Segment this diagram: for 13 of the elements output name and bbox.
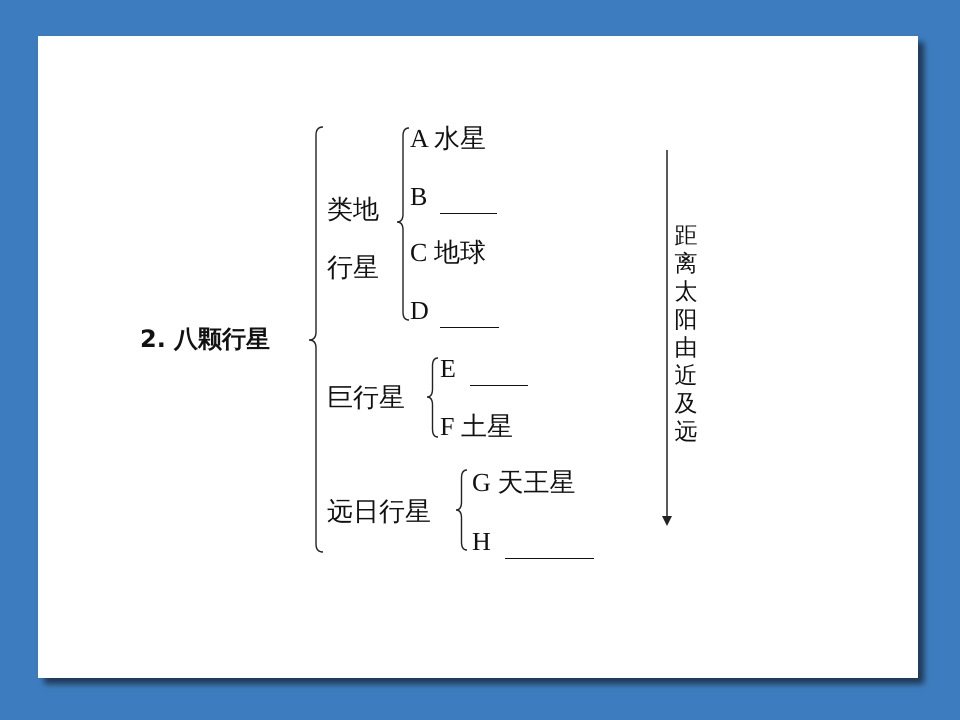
planet-label: G 天王星 — [472, 468, 576, 497]
option-letter: D — [410, 296, 429, 325]
category-label: 巨行星 — [327, 383, 405, 412]
option-letter: B — [410, 182, 428, 211]
planet-label: A 水星 — [410, 124, 486, 153]
option-letter: E — [440, 354, 456, 383]
option-letter: H — [472, 527, 491, 556]
planet-label: F 土星 — [440, 412, 513, 441]
category-label: 类地行星 — [327, 194, 380, 284]
planet-label: C 地球 — [410, 238, 486, 267]
direction-note: 距离太阳由近及远 — [674, 222, 698, 446]
category-label: 远日行星 — [327, 497, 431, 526]
heading-text: 2. 八颗行星 — [140, 325, 270, 354]
